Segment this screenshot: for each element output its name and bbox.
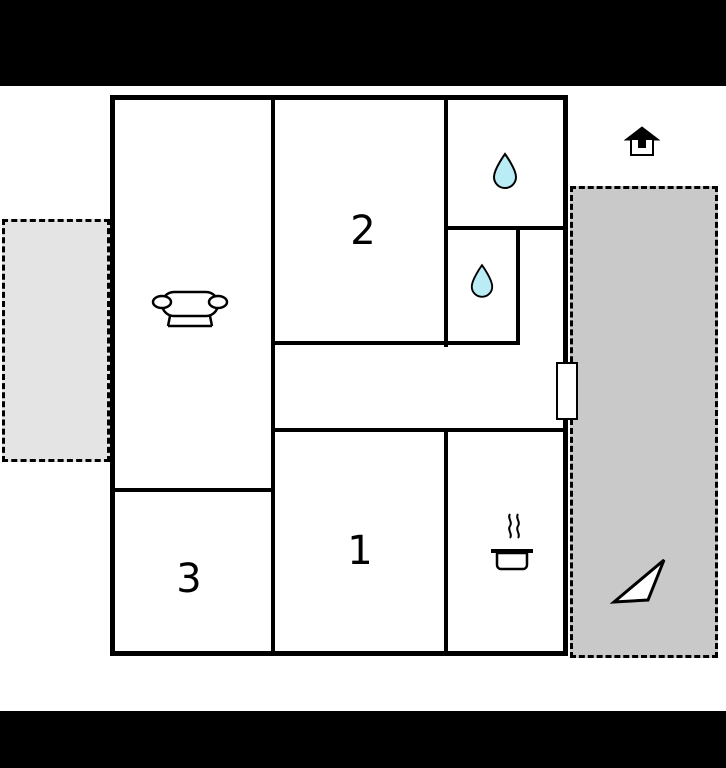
wall-living-room-divider xyxy=(271,97,275,653)
water-drop-icon xyxy=(470,263,494,298)
terrace-left xyxy=(2,219,110,462)
wall-showerroom-right xyxy=(516,226,520,345)
wall-showerroom-bottom xyxy=(444,341,520,345)
top-letterbox-bar xyxy=(0,0,726,86)
wall-hallway-bottom xyxy=(271,428,566,432)
wall-bathroom-bottom xyxy=(444,226,566,230)
entrance-door xyxy=(556,362,578,420)
bottom-letterbox-bar xyxy=(0,711,726,768)
sofa-icon xyxy=(151,290,229,328)
building-outline xyxy=(110,95,568,656)
wall-room3-top xyxy=(112,488,274,492)
wall-bedroom2-bottom xyxy=(271,341,448,345)
cooking-pot-with-steam-icon xyxy=(491,513,533,571)
hallway xyxy=(275,345,563,428)
wall-bedroom2-right xyxy=(444,97,448,347)
room-label-1: 1 xyxy=(347,528,373,574)
house-icon xyxy=(624,126,660,156)
north-arrow-icon xyxy=(609,558,666,604)
wall-kitchen-left xyxy=(444,430,448,653)
room-label-3: 3 xyxy=(176,556,202,602)
water-drop-icon xyxy=(492,152,518,189)
room-label-2: 2 xyxy=(350,208,376,254)
